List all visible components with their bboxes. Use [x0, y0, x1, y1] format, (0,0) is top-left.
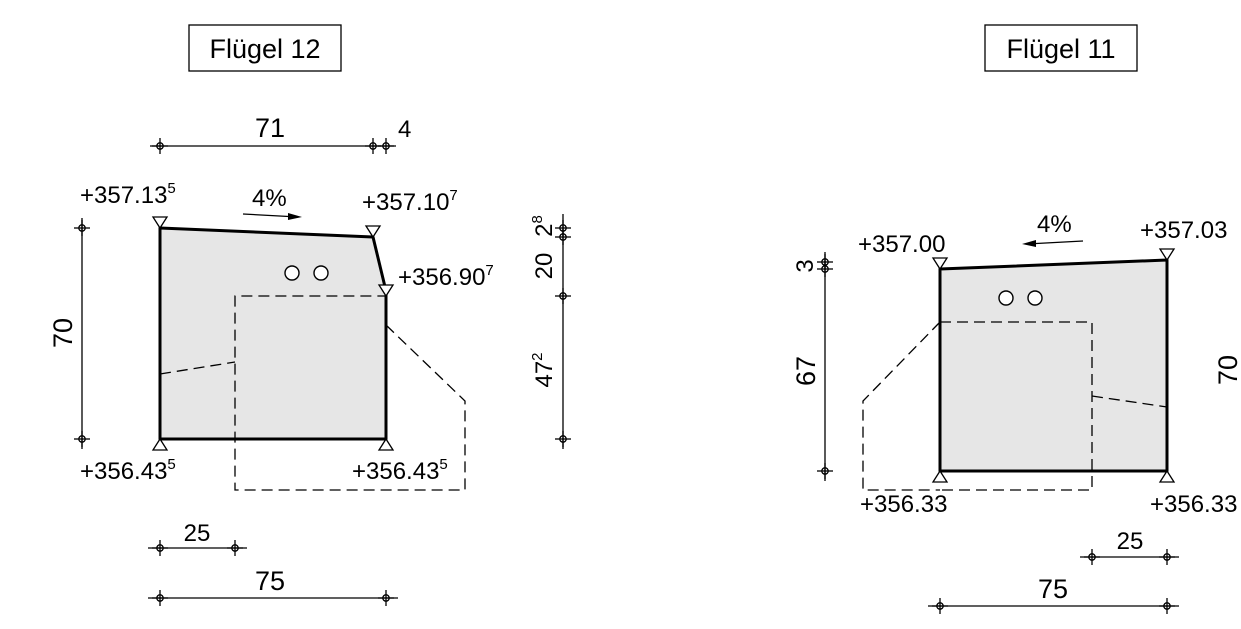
dim-tick [377, 137, 395, 155]
dim-tick [151, 137, 169, 155]
elevation-triangle-icon [151, 437, 169, 451]
dim-tick [151, 589, 169, 607]
dim-tick [816, 260, 834, 278]
elevation-top-left: +357.00 [858, 231, 945, 258]
hole-marker [313, 265, 329, 281]
wing-outline [158, 226, 388, 441]
dim-tick [73, 219, 91, 237]
elevation-triangle-icon [377, 437, 395, 451]
hidden-line [159, 361, 236, 375]
dim-tick [1158, 597, 1176, 615]
wing-11: Flügel 11 4% +357.00 +357.03 +356.33 +35… [791, 24, 1241, 615]
hole-marker [1027, 290, 1043, 306]
wing-11-title: Flügel 11 [1006, 34, 1115, 64]
title-frame [188, 24, 342, 72]
dim-tick [1083, 548, 1101, 566]
dim-tick [73, 430, 91, 448]
slope-label: 4% [252, 185, 287, 212]
dim-70-partial-label: 70 [1213, 355, 1241, 385]
elevation-triangle-icon [151, 216, 169, 230]
dim-tick [1158, 548, 1176, 566]
dim-25-label: 25 [184, 520, 211, 547]
elevation-mid-right: +356.907 [398, 262, 494, 291]
hidden-line [1091, 395, 1168, 408]
dim-47-2-label: 472 [529, 352, 558, 387]
dim-75-label: 75 [255, 566, 285, 596]
elevation-top-right: +357.03 [1140, 217, 1227, 244]
dim-20-label: 20 [531, 253, 558, 280]
dim-67-label: 67 [791, 356, 821, 386]
hole-marker [998, 290, 1014, 306]
elevation-top-left: +357.135 [80, 180, 176, 209]
dim-tick [377, 589, 395, 607]
elevation-triangle-icon [377, 284, 395, 298]
dim-tick [226, 539, 244, 557]
elevation-bottom-right: +356.33 [1150, 491, 1237, 518]
title-frame [984, 24, 1138, 72]
dim-tick [151, 539, 169, 557]
wing-outline [938, 258, 1169, 473]
dim-70-label: 70 [48, 318, 78, 348]
slope-label: 4% [1037, 211, 1072, 238]
elevation-triangle-icon [1158, 469, 1176, 483]
hidden-line [940, 321, 1093, 491]
elevation-triangle-icon [364, 225, 382, 239]
dim-2-8-label: 28 [529, 215, 558, 237]
hole-marker [284, 265, 300, 281]
wing-12: Flügel 12 71 4 4% +357.135 +357.107 +356… [48, 24, 572, 607]
elevation-bottom-left: +356.33 [860, 491, 947, 518]
slope-arrow-line [1026, 240, 1084, 245]
dim-4-label: 4 [398, 116, 411, 143]
elevation-triangle-icon [1158, 248, 1176, 262]
dim-tick [554, 430, 572, 448]
dim-tick [554, 287, 572, 305]
elevation-top-right: +357.107 [362, 187, 458, 216]
dim-3-label: 3 [792, 259, 819, 272]
elevation-triangle-icon [931, 469, 949, 483]
slope-arrowhead-icon [1022, 240, 1036, 247]
hidden-line [234, 295, 466, 491]
hidden-line [862, 321, 941, 491]
dim-75-label: 75 [1038, 574, 1068, 604]
slope-arrowhead-icon [288, 213, 302, 220]
dim-25-label: 25 [1117, 528, 1144, 555]
elevation-triangle-icon [931, 257, 949, 271]
dim-tick [931, 597, 949, 615]
dim-71-label: 71 [255, 113, 285, 143]
wing-12-title: Flügel 12 [209, 34, 320, 64]
dim-tick [816, 462, 834, 480]
elevation-bottom-right: +356.435 [352, 456, 448, 485]
elevation-bottom-left: +356.435 [80, 456, 176, 485]
